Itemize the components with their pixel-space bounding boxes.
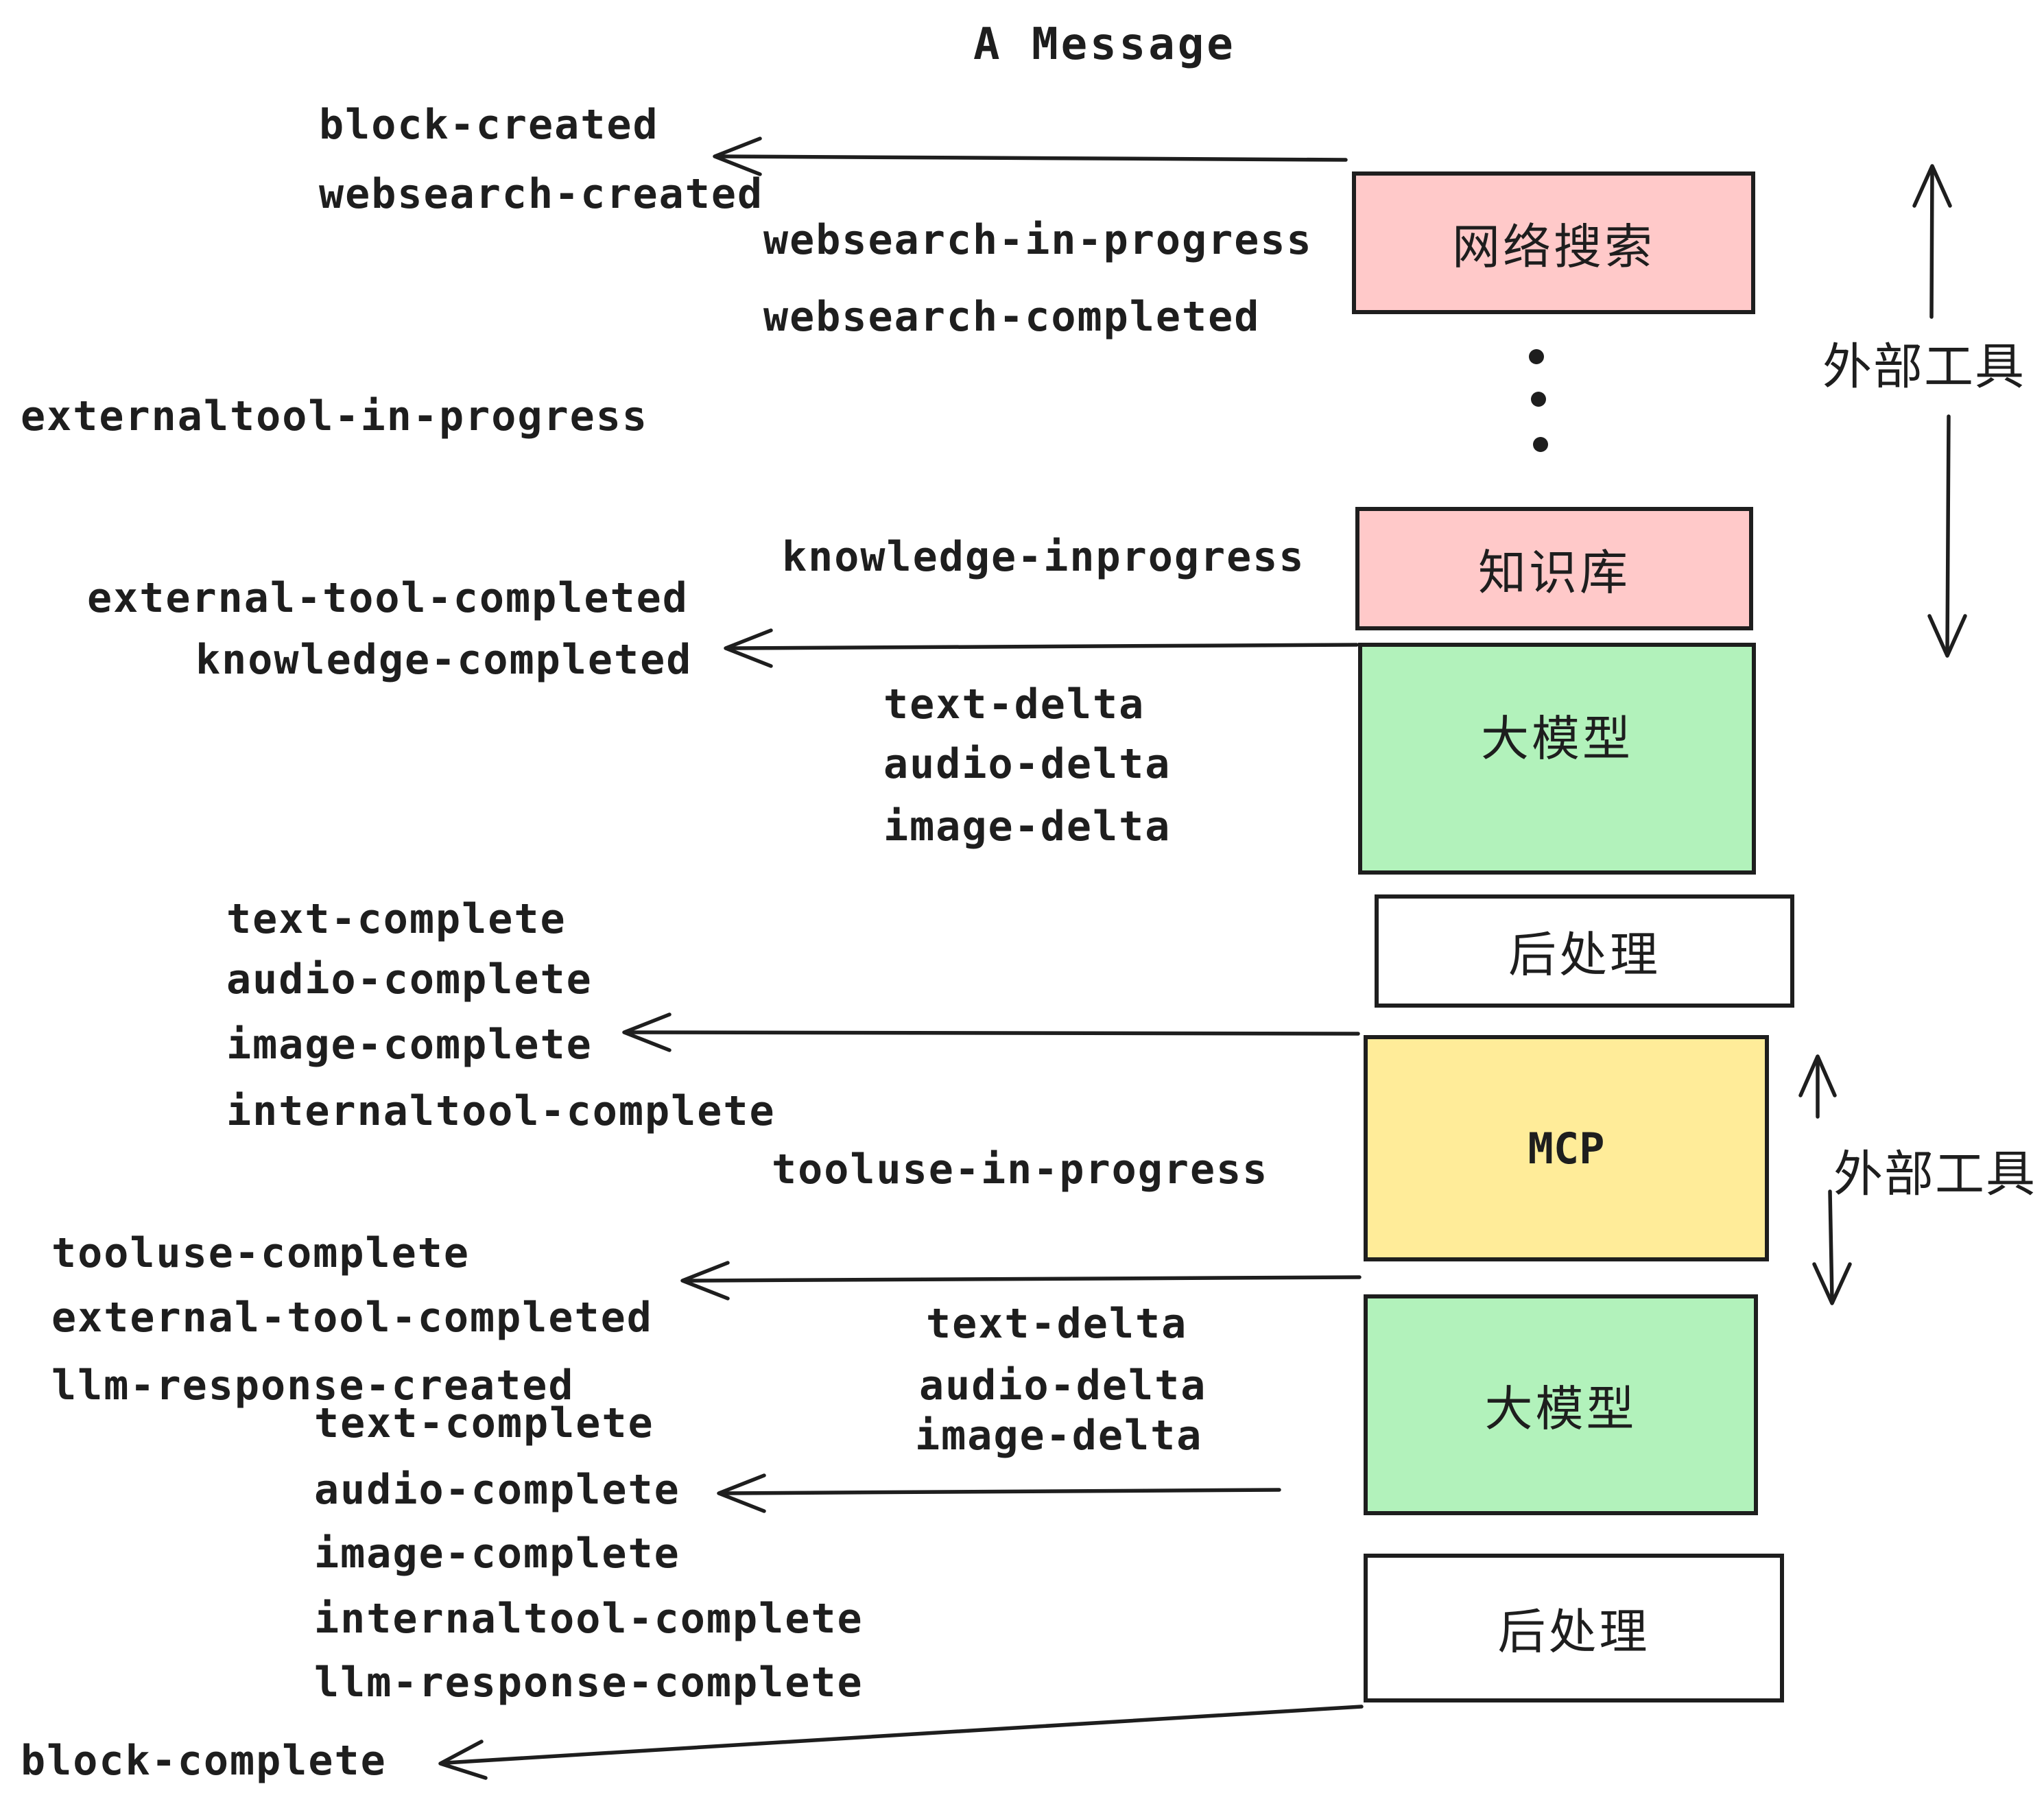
box-postprocess-2-label: 后处理 bbox=[1497, 1604, 1650, 1660]
event-text-complete-1: text-complete bbox=[226, 895, 567, 943]
external-tools-down-arrow-icon bbox=[1927, 414, 1967, 658]
event-block-complete: block-complete bbox=[21, 1737, 387, 1785]
event-externaltool-in-progress: externaltool-in-progress bbox=[21, 392, 648, 440]
vertical-ellipsis-dot bbox=[1531, 392, 1546, 407]
box-postprocess-1-label: 后处理 bbox=[1508, 927, 1661, 983]
box-websearch-label: 网络搜索 bbox=[1452, 218, 1655, 275]
box-llm-2: 大模型 bbox=[1364, 1294, 1758, 1515]
event-websearch-in-progress: websearch-in-progress bbox=[763, 216, 1313, 264]
box-postprocess-2: 后处理 bbox=[1364, 1554, 1784, 1702]
event-external-tool-completed-1: external-tool-completed bbox=[87, 574, 689, 622]
event-audio-delta-2: audio-delta bbox=[919, 1362, 1207, 1410]
external-tools-label-top: 外部工具 bbox=[1822, 337, 2026, 396]
event-tooluse-complete: tooluse-complete bbox=[51, 1229, 470, 1277]
event-knowledge-completed: knowledge-completed bbox=[195, 636, 693, 684]
arrow-mcp-to-image-complete-icon bbox=[622, 1012, 1360, 1052]
event-websearch-created: websearch-created bbox=[319, 170, 764, 218]
box-mcp: MCP bbox=[1364, 1035, 1769, 1261]
box-llm-1: 大模型 bbox=[1358, 643, 1756, 875]
event-image-delta-2: image-delta bbox=[915, 1412, 1203, 1460]
external-tools-label-bottom: 外部工具 bbox=[1833, 1145, 2037, 1203]
event-audio-complete-1: audio-complete bbox=[226, 956, 593, 1004]
event-image-complete-2: image-complete bbox=[314, 1530, 680, 1578]
event-knowledge-inprogress: knowledge-inprogress bbox=[782, 533, 1305, 581]
event-llm-response-created: llm-response-created bbox=[51, 1362, 575, 1410]
vertical-ellipsis-dot bbox=[1529, 349, 1544, 364]
event-image-complete-1: image-complete bbox=[226, 1021, 593, 1069]
event-text-complete-2: text-complete bbox=[314, 1399, 654, 1447]
box-postprocess-1: 后处理 bbox=[1375, 894, 1794, 1008]
event-llm-response-complete: llm-response-complete bbox=[314, 1659, 864, 1707]
arrow-mcp-to-tooluse-complete-icon bbox=[680, 1261, 1362, 1301]
box-knowledge: 知识库 bbox=[1355, 507, 1753, 630]
box-llm-2-label: 大模型 bbox=[1484, 1380, 1637, 1437]
external-tools2-down-arrow-icon bbox=[1812, 1189, 1852, 1305]
arrow-websearch-to-block-created-icon bbox=[713, 137, 1348, 176]
vertical-ellipsis-dot bbox=[1533, 437, 1548, 452]
event-text-delta-1: text-delta bbox=[883, 680, 1145, 728]
arrow-llm2-to-audio-complete-icon bbox=[717, 1473, 1281, 1513]
event-block-created: block-created bbox=[319, 101, 659, 149]
event-audio-delta-1: audio-delta bbox=[883, 740, 1172, 788]
event-tooluse-in-progress: tooluse-in-progress bbox=[772, 1146, 1269, 1194]
event-image-delta-1: image-delta bbox=[883, 803, 1172, 851]
box-websearch: 网络搜索 bbox=[1352, 171, 1755, 314]
box-knowledge-label: 知识库 bbox=[1478, 544, 1630, 601]
event-external-tool-completed-2: external-tool-completed bbox=[51, 1294, 653, 1342]
page-title: A Message bbox=[973, 19, 1236, 70]
event-text-delta-2: text-delta bbox=[926, 1300, 1188, 1348]
external-tools2-up-arrow-icon bbox=[1798, 1054, 1837, 1119]
box-llm-1-label: 大模型 bbox=[1481, 710, 1633, 767]
arrow-llm-to-knowledge-completed-icon bbox=[724, 628, 1359, 668]
arrow-postprocess-to-block-complete-icon bbox=[438, 1705, 1364, 1780]
external-tools-up-arrow-icon bbox=[1912, 164, 1952, 319]
event-internaltool-complete-1: internaltool-complete bbox=[226, 1087, 776, 1135]
box-mcp-label: MCP bbox=[1528, 1123, 1605, 1174]
event-internaltool-complete-2: internaltool-complete bbox=[314, 1595, 864, 1643]
event-websearch-completed: websearch-completed bbox=[763, 293, 1261, 341]
event-audio-complete-2: audio-complete bbox=[314, 1466, 680, 1514]
